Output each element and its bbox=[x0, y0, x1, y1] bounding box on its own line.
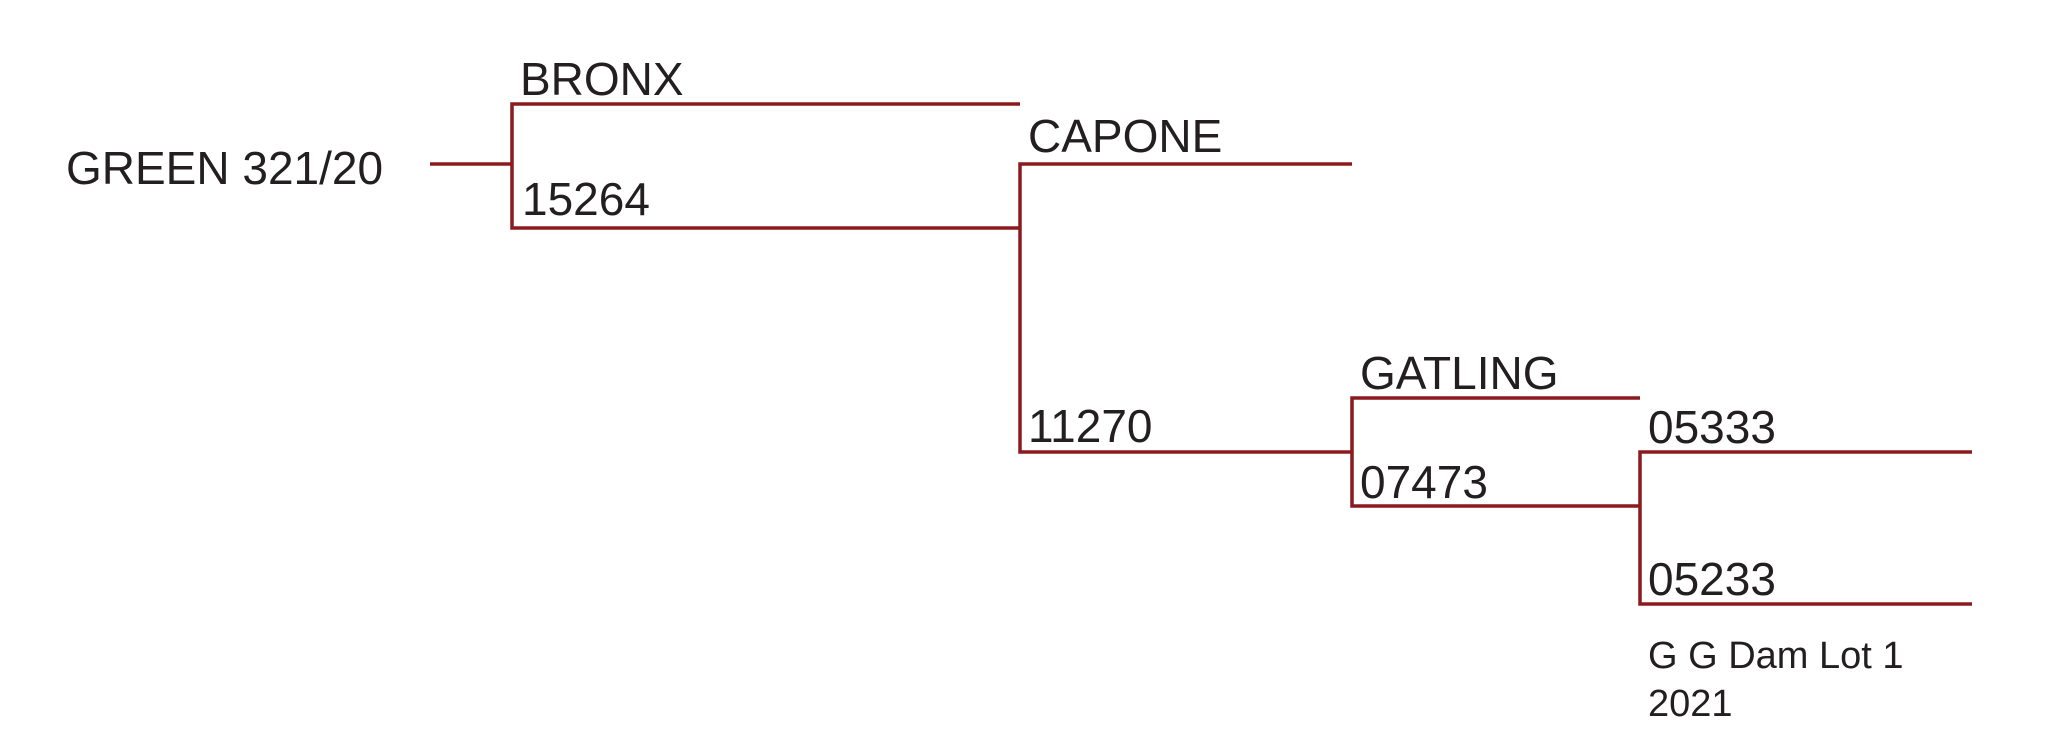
bracket-gen3 bbox=[1350, 396, 1640, 508]
subject-label: GREEN 321/20 bbox=[66, 142, 384, 194]
dam-dam-sire-label: GATLING bbox=[1360, 347, 1559, 399]
dam-sire-label: CAPONE bbox=[1028, 110, 1223, 162]
lot-note-line1: G G Dam Lot 1 bbox=[1648, 635, 1904, 677]
dam-dam-label: 11270 bbox=[1028, 400, 1153, 452]
sire-label: BRONX bbox=[520, 53, 684, 105]
bracket-gen1 bbox=[510, 102, 1020, 230]
bracket-gen2 bbox=[1018, 162, 1352, 454]
bracket-gen4 bbox=[1638, 450, 1972, 606]
dam-dam-dam-dam-label: 05233 bbox=[1648, 553, 1776, 605]
lot-note-line2: 2021 bbox=[1648, 683, 1733, 725]
dam-dam-dam-label: 07473 bbox=[1360, 456, 1488, 508]
dam-dam-dam-sire-label: 05333 bbox=[1648, 401, 1776, 453]
dam-label: 15264 bbox=[522, 173, 650, 225]
